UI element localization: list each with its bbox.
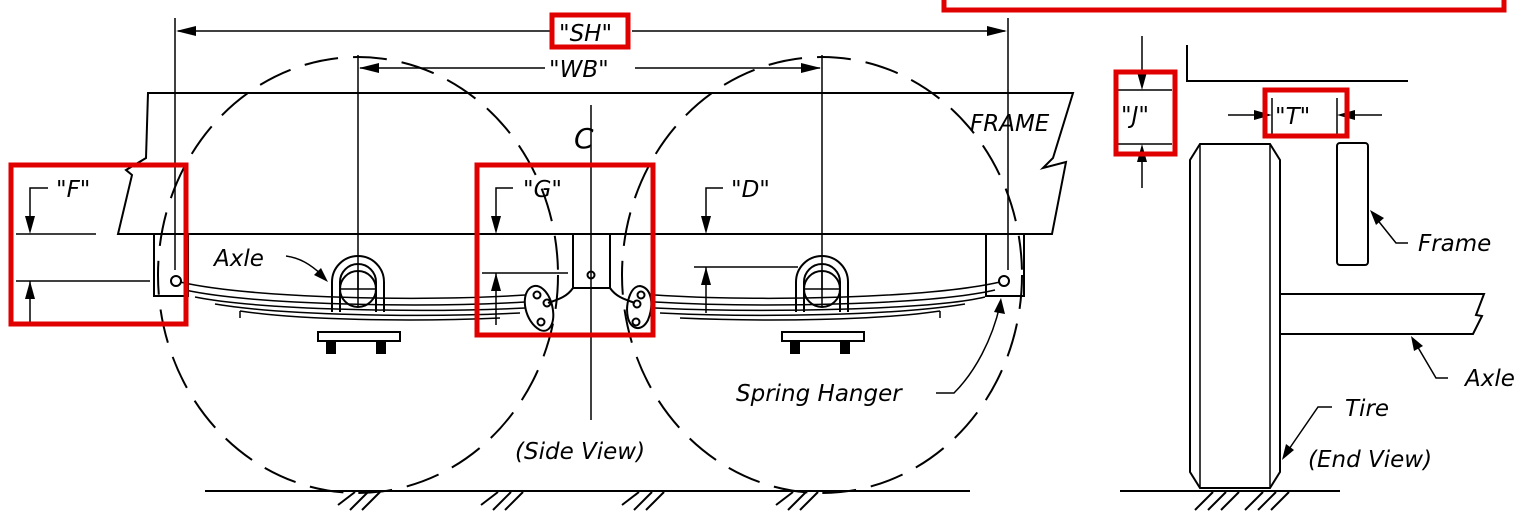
highlight-f [8,162,189,327]
frame-leader [1375,217,1408,244]
rear-axle-assembly [781,255,865,354]
front-equalizer [523,285,555,332]
highlight-boxes [8,0,1507,338]
j-dimension-label: "J" [1121,103,1149,129]
end-frame-top [1186,45,1408,82]
g-dimension-label: "G" [523,177,562,203]
end-axle [1280,293,1486,335]
end-frame-rail [1336,142,1369,266]
rear-equalizer [626,284,653,329]
end-view: "J" "T" Frame Axle Tire (End View) [1118,36,1515,511]
rear-spring-hanger [985,233,1025,297]
ground-hatch [337,491,819,511]
highlight-j [1113,69,1178,157]
t-dimension-label: "T" [1275,104,1310,130]
wb-dimension-label: "WB" [549,57,609,83]
tire-leader [1286,406,1332,453]
f-dimension-label: "F" [56,177,90,203]
axle-leader [285,255,323,276]
sh-dimension-label: "SH" [559,21,612,47]
centerline-symbol: C [574,122,594,155]
end-view-caption: (End View) [1308,447,1432,473]
side-view-caption: (Side View) [515,439,645,465]
frame-label-side: FRAME [970,111,1050,137]
highlight-top-banner [941,0,1507,13]
highlight-g [474,162,656,338]
front-axle-assembly [317,255,401,354]
d-dimension [694,187,798,313]
d-dimension-label: "D" [731,177,770,203]
spring-hanger-leader [936,304,1001,394]
axle-label-end: Axle [1463,366,1515,392]
tire-label: Tire [1345,396,1389,422]
axle-label-side: Axle [212,246,264,272]
side-view: "SH" "WB" "F" "G" "D" C FRAME Axle Sprin… [16,18,1075,511]
spring-hanger-label: Spring Hanger [736,381,903,407]
end-ground-hatch [1194,491,1290,511]
g-dimension [482,187,568,325]
axle-leader-end [1415,343,1448,379]
frame-label-end: Frame [1418,231,1491,257]
highlight-t [1262,87,1350,139]
end-tire [1189,143,1281,489]
f-dimension [16,187,150,325]
front-leaf-spring [179,281,526,321]
highlight-sh [549,12,631,50]
